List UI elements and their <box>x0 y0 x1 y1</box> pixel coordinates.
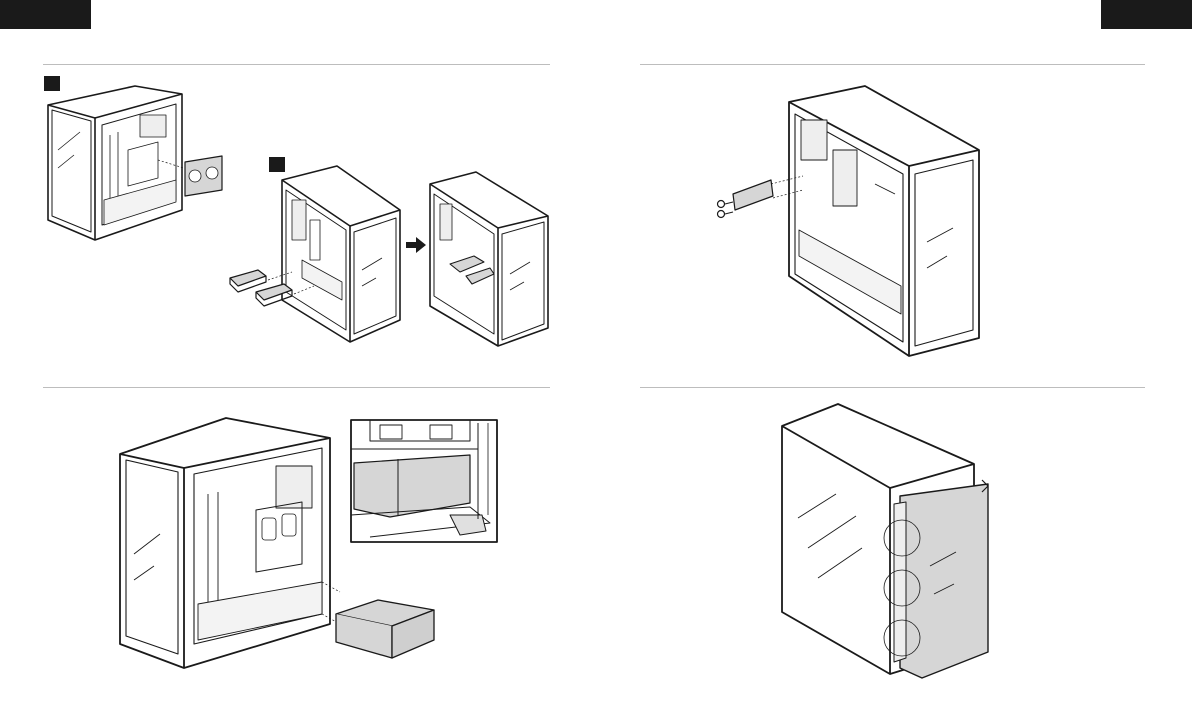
divider-top-left <box>43 64 550 65</box>
case-front-panel-removal-illustration <box>778 398 996 684</box>
divider-top-right <box>640 64 1145 65</box>
case-rear-fan-bracket-screws-illustration <box>715 80 990 362</box>
left-header-tab <box>0 0 91 29</box>
case-ssd-drives-installed-illustration <box>426 168 556 348</box>
right-header-tab <box>1101 0 1192 29</box>
divider-middle-right <box>640 387 1145 388</box>
case-with-radiator-bracket-illustration <box>40 80 230 245</box>
bottom-strip <box>0 714 1192 721</box>
psu-shroud-closeup-illustration <box>350 419 498 543</box>
arrow-right-icon <box>405 236 427 254</box>
divider-middle-left <box>43 387 550 388</box>
case-ssd-drives-insert-illustration <box>222 160 407 345</box>
